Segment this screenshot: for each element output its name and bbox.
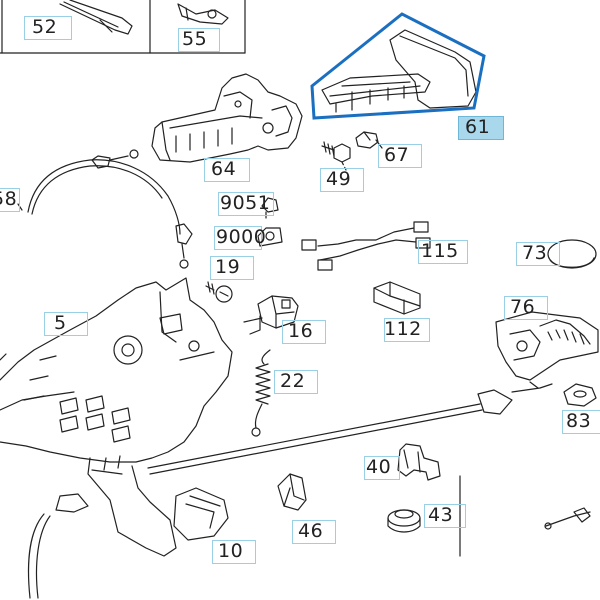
part-label-9051[interactable]: 9051 (218, 192, 274, 216)
part-115-illustration[interactable] (301, 221, 431, 271)
part-label-46[interactable]: 46 (292, 520, 336, 544)
part-label-61[interactable]: 61 (458, 116, 504, 140)
part-label-9000[interactable]: 9000 (214, 226, 267, 250)
part-label-9000-text: 9000 (216, 226, 267, 248)
part-label-61-text: 61 (465, 116, 491, 138)
part-label-115[interactable]: 115 (418, 240, 468, 264)
part-label-46-text: 46 (298, 520, 324, 542)
part-10-illustration[interactable] (173, 487, 229, 541)
part-label-19[interactable]: 19 (210, 256, 254, 280)
part-label-49[interactable]: 49 (320, 168, 364, 192)
part-76-illustration[interactable] (495, 311, 599, 389)
part-label-40-text: 40 (366, 456, 392, 478)
part-label-5[interactable]: 5 (44, 312, 88, 336)
part-label-58-text: 58 (0, 188, 18, 210)
part-label-10-text: 10 (218, 540, 244, 562)
part-label-83[interactable]: 83 (562, 410, 600, 434)
part-label-76-text: 76 (510, 296, 536, 318)
part-label-22[interactable]: 22 (274, 370, 318, 394)
part-73-illustration[interactable] (547, 239, 597, 269)
part-46-illustration[interactable] (277, 473, 307, 511)
part-5-illustration[interactable] (0, 277, 233, 463)
part-label-5-text: 5 (54, 312, 67, 334)
part-61-illustration[interactable] (321, 29, 477, 113)
part-55-illustration[interactable] (177, 3, 229, 25)
part-label-112-text: 112 (384, 318, 422, 340)
main-cable (147, 383, 553, 475)
part-52-illustration[interactable] (59, 0, 133, 35)
pedal-arm (27, 455, 177, 599)
part-label-73-text: 73 (522, 242, 548, 264)
part-label-83-text: 83 (566, 410, 592, 432)
part-61-highlight (310, 12, 486, 120)
part-43-cable-detail (459, 475, 591, 557)
part-label-16-text: 16 (288, 320, 314, 342)
part-label-43[interactable]: 43 (424, 504, 466, 528)
part-label-64-text: 64 (211, 158, 237, 180)
part-label-52-text: 52 (32, 16, 58, 38)
part-19-illustration[interactable] (205, 281, 233, 303)
part-label-9051-text: 9051 (220, 192, 271, 214)
part-label-112[interactable]: 112 (384, 318, 430, 342)
part-label-76[interactable]: 76 (504, 296, 548, 320)
part-label-55[interactable]: 55 (178, 28, 220, 52)
part-label-67[interactable]: 67 (378, 144, 422, 168)
part-64-illustration[interactable] (151, 73, 303, 163)
part-16-illustration[interactable] (243, 295, 299, 335)
part-label-73[interactable]: 73 (516, 242, 560, 266)
part-label-64[interactable]: 64 (204, 158, 250, 182)
part-49-illustration[interactable] (321, 141, 351, 171)
part-label-40[interactable]: 40 (364, 456, 400, 480)
part-58-illustration[interactable] (17, 149, 193, 269)
part-label-22-text: 22 (280, 370, 306, 392)
part-label-55-text: 55 (182, 28, 208, 50)
part-label-67-text: 67 (384, 144, 410, 166)
part-label-10[interactable]: 10 (212, 540, 256, 564)
part-label-115-text: 115 (421, 240, 459, 262)
part-label-52[interactable]: 52 (24, 16, 72, 40)
part-40-illustration[interactable] (397, 443, 441, 481)
part-9000-illustration[interactable] (257, 227, 283, 247)
part-label-19-text: 19 (215, 256, 241, 278)
part-112-illustration[interactable] (373, 281, 421, 315)
part-22-illustration[interactable] (251, 349, 271, 437)
header-cells (0, 0, 246, 54)
part-label-49-text: 49 (326, 168, 352, 190)
part-label-16[interactable]: 16 (282, 320, 326, 344)
part-label-43-text: 43 (428, 504, 454, 526)
part-label-58[interactable]: 58 (0, 188, 20, 212)
part-43-illustration[interactable] (387, 509, 421, 533)
part-83-illustration[interactable] (563, 383, 597, 407)
